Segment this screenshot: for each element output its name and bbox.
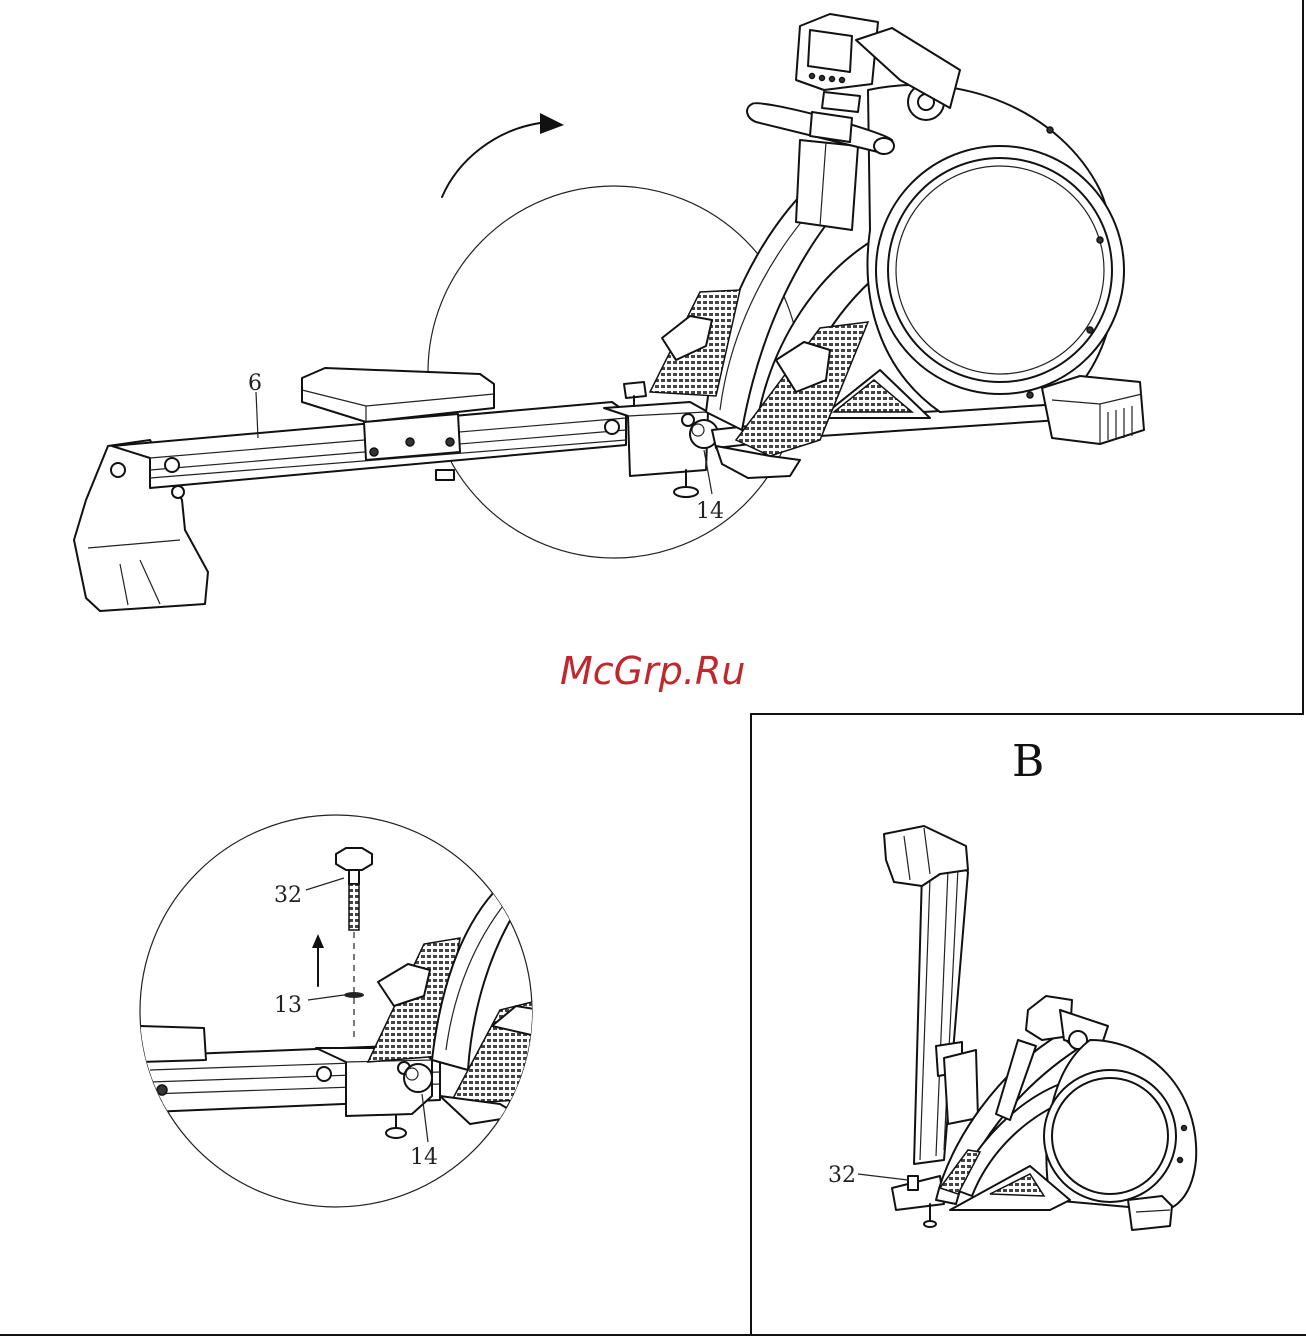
rowing-machine-main-view: 6 14: [74, 14, 1144, 611]
rotation-arrow: [442, 123, 540, 197]
watermark: McGrp.Ru: [560, 649, 745, 693]
console-mast: [796, 140, 858, 230]
label-13-detail: 13: [274, 993, 302, 1018]
panel-b-title: B: [1012, 736, 1044, 787]
detail-view: 32 13 14: [140, 815, 540, 1207]
label-14-main: 14: [696, 499, 724, 524]
folded-bolt-32: [908, 1176, 918, 1190]
label-6: 6: [248, 371, 262, 396]
detail-washer-13: [344, 992, 364, 998]
label-32-panel-b: 32: [828, 1163, 856, 1188]
rotation-arrow-head: [540, 113, 564, 134]
leveler-foot: [674, 487, 698, 497]
front-stabilizer: [1042, 376, 1144, 444]
seat: [302, 368, 494, 422]
top-bolt: [624, 382, 646, 398]
flywheel-cover: [888, 158, 1112, 382]
label-14-detail: 14: [410, 1145, 438, 1170]
label-32-detail: 32: [274, 883, 302, 908]
detail-bolt-32: [336, 848, 372, 870]
